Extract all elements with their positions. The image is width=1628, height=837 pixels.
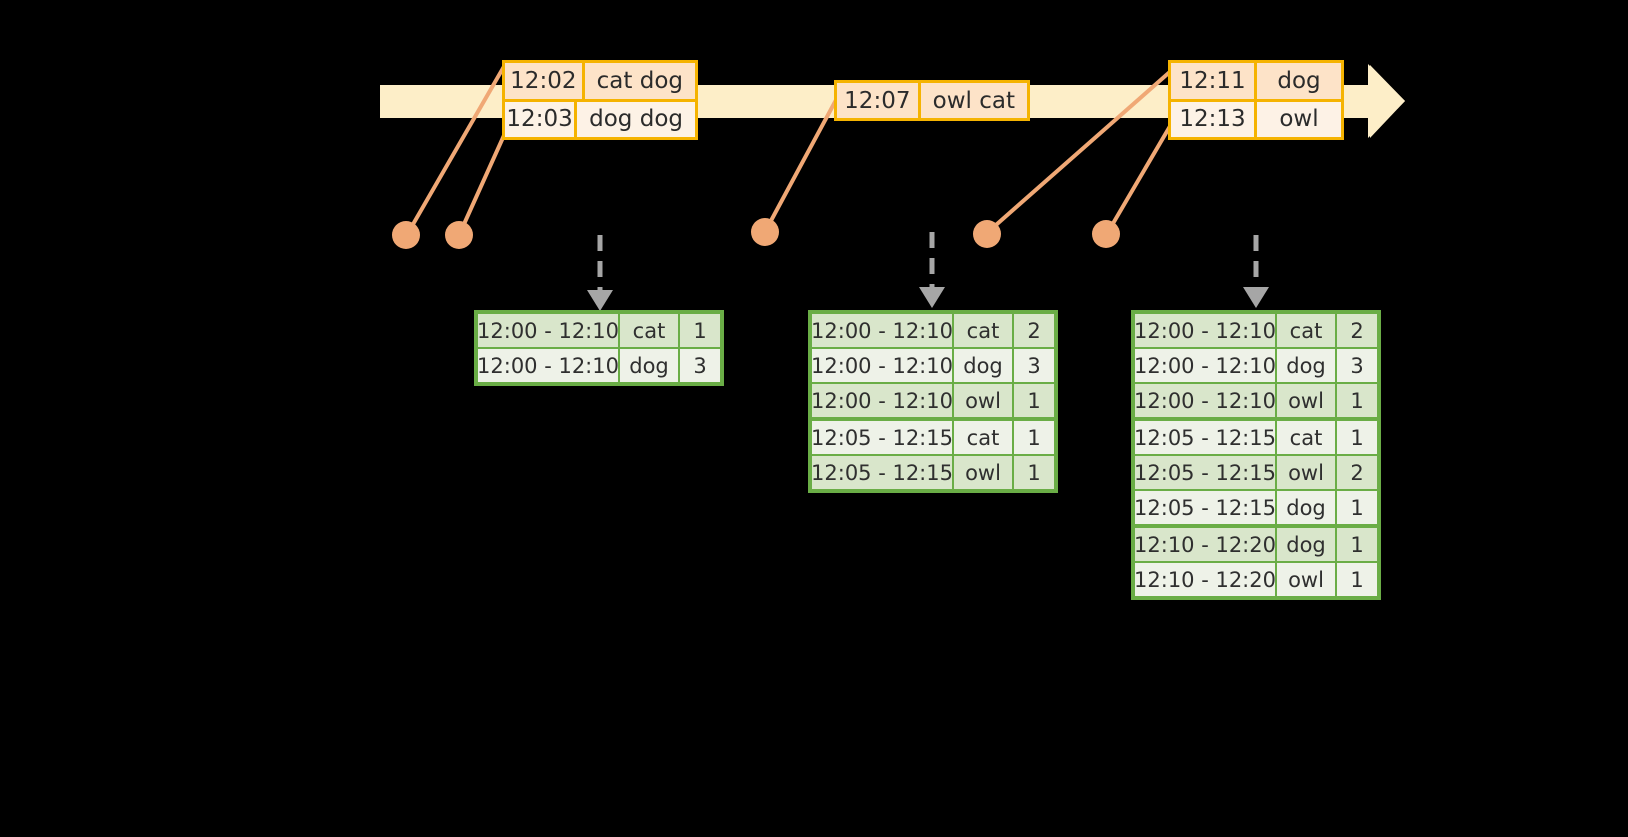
window-section: 12:00 - 12:10 cat 2 12:00 - 12:10 dog 3 …	[1134, 314, 1377, 417]
table-row[interactable]: 12:00 - 12:10 dog 3	[477, 347, 720, 382]
table-row[interactable]: 12:00 - 12:10 dog 3	[1134, 347, 1377, 382]
timeline-event-row[interactable]: 12:02 cat dog	[505, 63, 695, 99]
connector-dot-2	[445, 221, 473, 249]
cell-word: dog	[954, 349, 1014, 382]
cell-window: 12:10 - 12:20	[1134, 563, 1277, 596]
timeline-event-row[interactable]: 12:11 dog	[1171, 63, 1341, 99]
cell-window: 12:05 - 12:15	[1134, 456, 1277, 489]
cell-window: 12:00 - 12:10	[1134, 314, 1277, 347]
cell-word: owl	[1277, 456, 1337, 489]
connector-dot-5	[1092, 220, 1120, 248]
connector-line-1	[406, 61, 508, 235]
cell-count: 3	[680, 349, 720, 382]
cell-window: 12:05 - 12:15	[811, 456, 954, 489]
event-time: 12:11	[1171, 63, 1257, 99]
result-table-1[interactable]: 12:00 - 12:10 cat 1 12:00 - 12:10 dog 3	[474, 310, 724, 386]
event-words: owl cat	[920, 83, 1027, 118]
table-row[interactable]: 12:05 - 12:15 cat 1	[811, 421, 1054, 454]
cell-count: 1	[1337, 491, 1377, 524]
connector-dot-4	[973, 220, 1001, 248]
window-section: 12:00 - 12:10 cat 2 12:00 - 12:10 dog 3 …	[811, 314, 1054, 417]
window-section: 12:10 - 12:20 dog 1 12:10 - 12:20 owl 1	[1134, 524, 1377, 596]
cell-word: cat	[1277, 421, 1337, 454]
cell-word: cat	[620, 314, 680, 347]
cell-window: 12:00 - 12:10	[1134, 349, 1277, 382]
cell-word: cat	[1277, 314, 1337, 347]
cell-word: dog	[1277, 528, 1337, 561]
table-row[interactable]: 12:10 - 12:20 owl 1	[1134, 561, 1377, 596]
cell-window: 12:00 - 12:10	[811, 384, 954, 417]
cell-window: 12:00 - 12:10	[1134, 384, 1277, 417]
table-row[interactable]: 12:00 - 12:10 owl 1	[811, 382, 1054, 417]
table-row[interactable]: 12:05 - 12:15 cat 1	[1134, 421, 1377, 454]
cell-window: 12:05 - 12:15	[1134, 491, 1277, 524]
cell-word: cat	[954, 421, 1014, 454]
cell-count: 3	[1014, 349, 1054, 382]
event-words: owl	[1257, 101, 1341, 137]
cell-count: 2	[1337, 314, 1377, 347]
table-row[interactable]: 12:00 - 12:10 cat 2	[811, 314, 1054, 347]
event-time: 12:13	[1171, 101, 1257, 137]
cell-word: dog	[1277, 491, 1337, 524]
timeline-event-group-1[interactable]: 12:02 cat dog 12:03 dog dog	[502, 60, 698, 140]
connector-dots	[392, 218, 1120, 249]
table-row[interactable]: 12:00 - 12:10 cat 1	[477, 314, 720, 347]
cell-word: dog	[1277, 349, 1337, 382]
table-row[interactable]: 12:00 - 12:10 cat 2	[1134, 314, 1377, 347]
connector-dot-3	[751, 218, 779, 246]
timeline-event-row[interactable]: 12:03 dog dog	[505, 98, 695, 137]
cell-window: 12:10 - 12:20	[1134, 528, 1277, 561]
cell-window: 12:00 - 12:10	[477, 349, 620, 382]
cell-word: dog	[620, 349, 680, 382]
connector-dot-1	[392, 221, 420, 249]
cell-count: 1	[1337, 563, 1377, 596]
connector-line-3	[764, 98, 838, 232]
cell-window: 12:00 - 12:10	[477, 314, 620, 347]
cell-window: 12:00 - 12:10	[811, 314, 954, 347]
window-section: 12:00 - 12:10 cat 1 12:00 - 12:10 dog 3	[477, 314, 720, 382]
event-time: 12:07	[837, 83, 921, 118]
window-section: 12:05 - 12:15 cat 1 12:05 - 12:15 owl 1	[811, 417, 1054, 489]
timeline-event-row[interactable]: 12:13 owl	[1171, 98, 1341, 137]
event-time: 12:02	[505, 63, 585, 99]
cell-count: 1	[1014, 384, 1054, 417]
cell-word: owl	[1277, 563, 1337, 596]
cell-count: 1	[1337, 421, 1377, 454]
table-row[interactable]: 12:00 - 12:10 owl 1	[1134, 382, 1377, 417]
dashed-arrow-heads	[587, 287, 1269, 311]
table-row[interactable]: 12:10 - 12:20 dog 1	[1134, 528, 1377, 561]
timeline-event-group-3[interactable]: 12:11 dog 12:13 owl	[1168, 60, 1344, 140]
table-row[interactable]: 12:05 - 12:15 owl 1	[811, 454, 1054, 489]
cell-word: owl	[954, 384, 1014, 417]
cell-word: cat	[954, 314, 1014, 347]
timeline-event-group-2[interactable]: 12:07 owl cat	[834, 80, 1030, 121]
cell-count: 2	[1337, 456, 1377, 489]
event-time: 12:03	[505, 101, 578, 137]
table-row[interactable]: 12:00 - 12:10 dog 3	[811, 347, 1054, 382]
event-words: cat dog	[584, 63, 695, 99]
dashed-flow-arrows	[597, 232, 1259, 293]
table-row[interactable]: 12:05 - 12:15 owl 2	[1134, 454, 1377, 489]
event-words: dog	[1257, 63, 1341, 99]
cell-window: 12:00 - 12:10	[811, 349, 954, 382]
timeline-event-row[interactable]: 12:07 owl cat	[837, 83, 1027, 118]
cell-count: 1	[1337, 528, 1377, 561]
event-words: dog dog	[577, 101, 695, 137]
result-table-2[interactable]: 12:00 - 12:10 cat 2 12:00 - 12:10 dog 3 …	[808, 310, 1058, 493]
cell-count: 1	[1014, 456, 1054, 489]
cell-count: 1	[1014, 421, 1054, 454]
table-row[interactable]: 12:05 - 12:15 dog 1	[1134, 489, 1377, 524]
cell-word: owl	[954, 456, 1014, 489]
cell-count: 1	[680, 314, 720, 347]
window-section: 12:05 - 12:15 cat 1 12:05 - 12:15 owl 2 …	[1134, 417, 1377, 524]
cell-window: 12:05 - 12:15	[1134, 421, 1277, 454]
cell-count: 1	[1337, 384, 1377, 417]
cell-count: 3	[1337, 349, 1377, 382]
cell-window: 12:05 - 12:15	[811, 421, 954, 454]
cell-count: 2	[1014, 314, 1054, 347]
cell-word: owl	[1277, 384, 1337, 417]
result-table-3[interactable]: 12:00 - 12:10 cat 2 12:00 - 12:10 dog 3 …	[1131, 310, 1381, 600]
